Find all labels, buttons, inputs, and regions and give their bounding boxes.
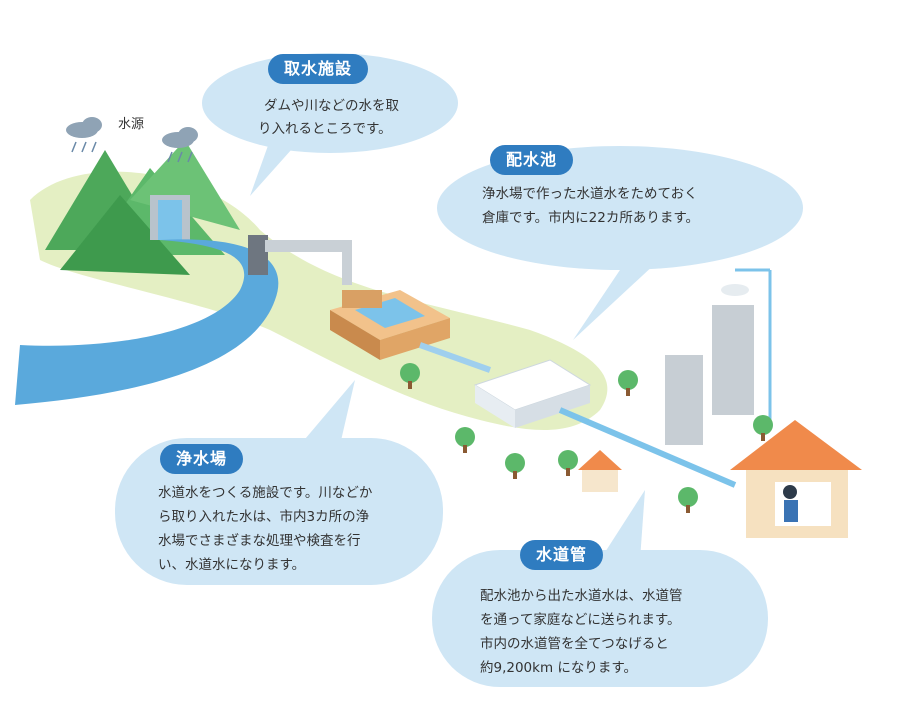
tree-icon xyxy=(455,427,475,453)
pipe-text-line: 市内の水道管を全てつなげると xyxy=(480,636,669,652)
purification-title: 浄水場 xyxy=(160,444,244,474)
intake-facility-icon xyxy=(248,235,352,285)
purification-text-line: 水道水をつくる施設です。川などか xyxy=(158,485,373,501)
tree-icon xyxy=(753,415,773,441)
cloud-icon xyxy=(66,117,102,153)
pipe-title: 水道管 xyxy=(520,540,604,570)
reservoir-text-line: 浄水場で作った水道水をためておく xyxy=(482,186,698,202)
house-icon xyxy=(730,420,862,538)
small-house-icon xyxy=(578,450,622,492)
bubble-intake xyxy=(202,53,458,196)
tree-icon xyxy=(505,453,525,479)
cloud-icon xyxy=(162,127,198,163)
purification-text-line: 水場でさまざまな処理や検査を行 xyxy=(158,533,361,549)
pipe-segment xyxy=(418,342,492,373)
tree-icon xyxy=(618,370,638,396)
river xyxy=(15,239,279,405)
apartment-building-icon xyxy=(665,268,772,445)
water-main-pipe xyxy=(558,407,737,488)
tree-icon xyxy=(558,450,578,476)
tree-icon xyxy=(678,487,698,513)
purification-text-line: い、水道水になります。 xyxy=(158,557,306,573)
bubble-purification xyxy=(115,380,443,585)
mountains xyxy=(45,140,240,275)
intake-text-line: ダムや川などの水を取 xyxy=(264,98,399,114)
dam-icon xyxy=(150,195,190,240)
reservoir-title: 配水池 xyxy=(490,145,574,175)
pipe-text-line: を通って家庭などに送られます。 xyxy=(480,612,681,628)
tree-icon xyxy=(400,363,420,389)
reservoir-icon xyxy=(473,359,592,428)
purification-plant-icon xyxy=(330,290,450,360)
intake-text-line: り入れるところです。 xyxy=(258,121,392,137)
pipe-text-line: 約9,200km になります。 xyxy=(480,660,638,676)
bubble-pipe xyxy=(432,490,768,687)
bubble-reservoir xyxy=(437,146,803,340)
purification-text-line: ら取り入れた水は、市内3カ所の浄 xyxy=(158,509,370,525)
intake-title: 取水施設 xyxy=(268,54,369,84)
pipe-text-line: 配水池から出た水道水は、水道管 xyxy=(480,588,683,604)
source-label: 水源 xyxy=(118,117,145,132)
reservoir-text-line: 倉庫です。市内に22カ所あります。 xyxy=(482,210,699,226)
